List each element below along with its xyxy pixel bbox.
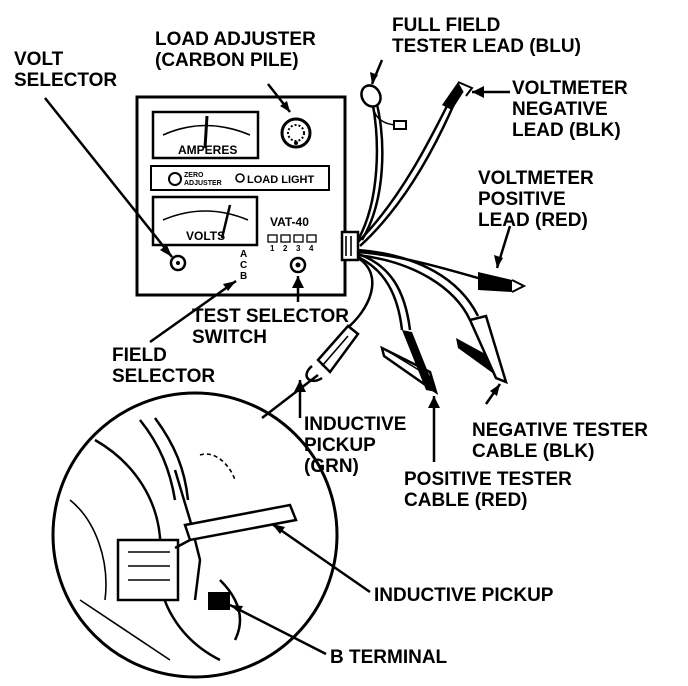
ammeter: AMPERES [151, 110, 260, 160]
voltmeter-negative-clip [442, 81, 474, 110]
adjuster-label: ADJUSTER [184, 180, 222, 187]
tester-unit: AMPERES ZERO ADJUSTER LOAD LIGHT VOLTS V… [135, 95, 360, 297]
test-selector-label: TEST SELECTOR SWITCH [192, 306, 354, 348]
voltmeter-positive-label: VOLTMETER POSITIVE LEAD (RED) [478, 168, 599, 231]
load-adjuster-label: LOAD ADJUSTER (CARBON PILE) [155, 29, 321, 71]
full-field-label: FULL FIELD TESTER LEAD (BLU) [392, 15, 581, 57]
field-letter-a: A [240, 249, 247, 260]
field-selector-label: FIELD SELECTOR [112, 345, 215, 387]
zero-adjuster-strip: ZERO ADJUSTER LOAD LIGHT [150, 165, 330, 191]
load-light-label: LOAD LIGHT [247, 174, 314, 186]
volt-selector-label: VOLT SELECTOR [14, 49, 117, 91]
inductive-pickup-grn-label: INDUCTIVE PICKUP (GRN) [304, 414, 412, 477]
field-letter-b: B [240, 271, 247, 282]
model-label: VAT-40 [270, 215, 309, 229]
field-letter-c: C [240, 260, 247, 271]
amperes-label: AMPERES [178, 143, 237, 157]
volts-label: VOLTS [186, 229, 225, 243]
switch-pos-2: 2 [283, 244, 288, 253]
b-terminal-post [208, 592, 230, 610]
cables [344, 99, 486, 331]
switch-pos-1: 1 [270, 244, 275, 253]
full-field-plug [360, 84, 407, 130]
inductive-pickup-clamp [305, 324, 360, 383]
inset-connector-line [261, 374, 319, 419]
voltmeter-negative-label: VOLTMETER NEGATIVE LEAD (BLK) [512, 78, 633, 141]
zero-label: ZERO [184, 172, 204, 179]
b-terminal-label: B TERMINAL [330, 647, 448, 668]
test-selector-panel: VAT-40 1 2 3 4 [267, 215, 317, 274]
positive-tester-clamp [380, 330, 439, 395]
negative-tester-clamp [456, 314, 508, 385]
negative-tester-label: NEGATIVE TESTER CABLE (BLK) [472, 420, 653, 462]
leader-lines [44, 59, 512, 656]
positive-tester-label: POSITIVE TESTER CABLE (RED) [404, 469, 577, 511]
switch-pos-3: 3 [296, 244, 301, 253]
load-adjuster-knob [280, 117, 312, 149]
voltmeter-positive-clip [478, 272, 527, 293]
alternator-inset [51, 391, 339, 679]
voltmeter: VOLTS [151, 195, 259, 247]
switch-pos-4: 4 [309, 244, 314, 253]
inductive-pickup-label: INDUCTIVE PICKUP [374, 585, 554, 606]
cable-connector [340, 230, 360, 262]
